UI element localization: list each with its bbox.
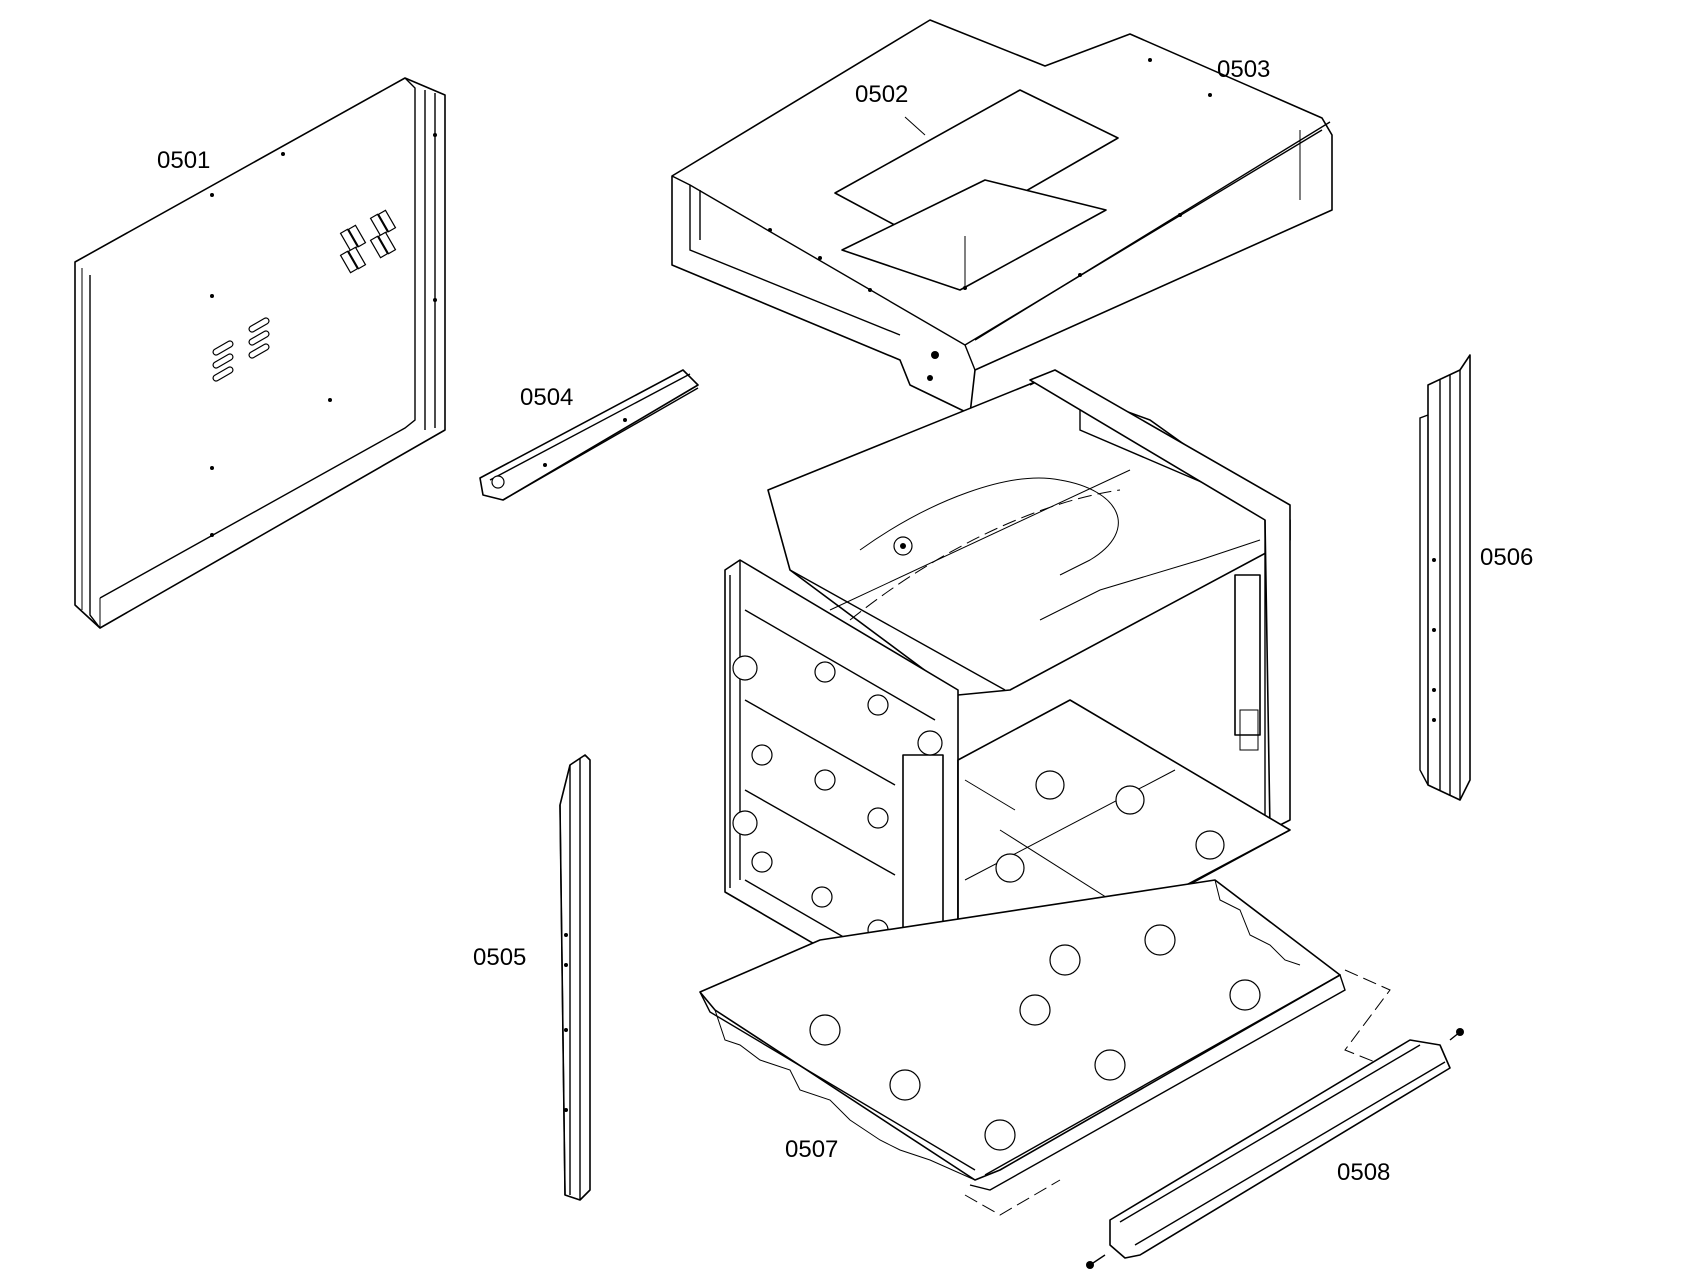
part-0501-side-panel <box>74 77 446 629</box>
vent-slots-upper <box>339 209 397 274</box>
label-0502: 0502 <box>855 81 908 108</box>
assembly-guide-lines <box>964 1179 1061 1216</box>
label-0501: 0501 <box>157 147 210 174</box>
part-0502-insulation-plate <box>834 89 1119 291</box>
vent-slots-lower <box>212 317 270 382</box>
label-0505: 0505 <box>473 944 526 971</box>
part-0504-bracket <box>479 369 699 501</box>
part-0507-base-tray <box>699 879 1346 1191</box>
assembly-guide-lines-right <box>1344 969 1396 1071</box>
part-0508-front-trim <box>1086 1028 1464 1269</box>
label-0503: 0503 <box>1217 56 1270 83</box>
label-0506: 0506 <box>1480 544 1533 571</box>
label-0508: 0508 <box>1337 1159 1390 1186</box>
label-0504: 0504 <box>520 384 573 411</box>
label-0507: 0507 <box>785 1136 838 1163</box>
leader-0502 <box>904 116 926 136</box>
part-0505-left-rail <box>559 754 591 1201</box>
part-0506-right-rail <box>1419 354 1471 801</box>
